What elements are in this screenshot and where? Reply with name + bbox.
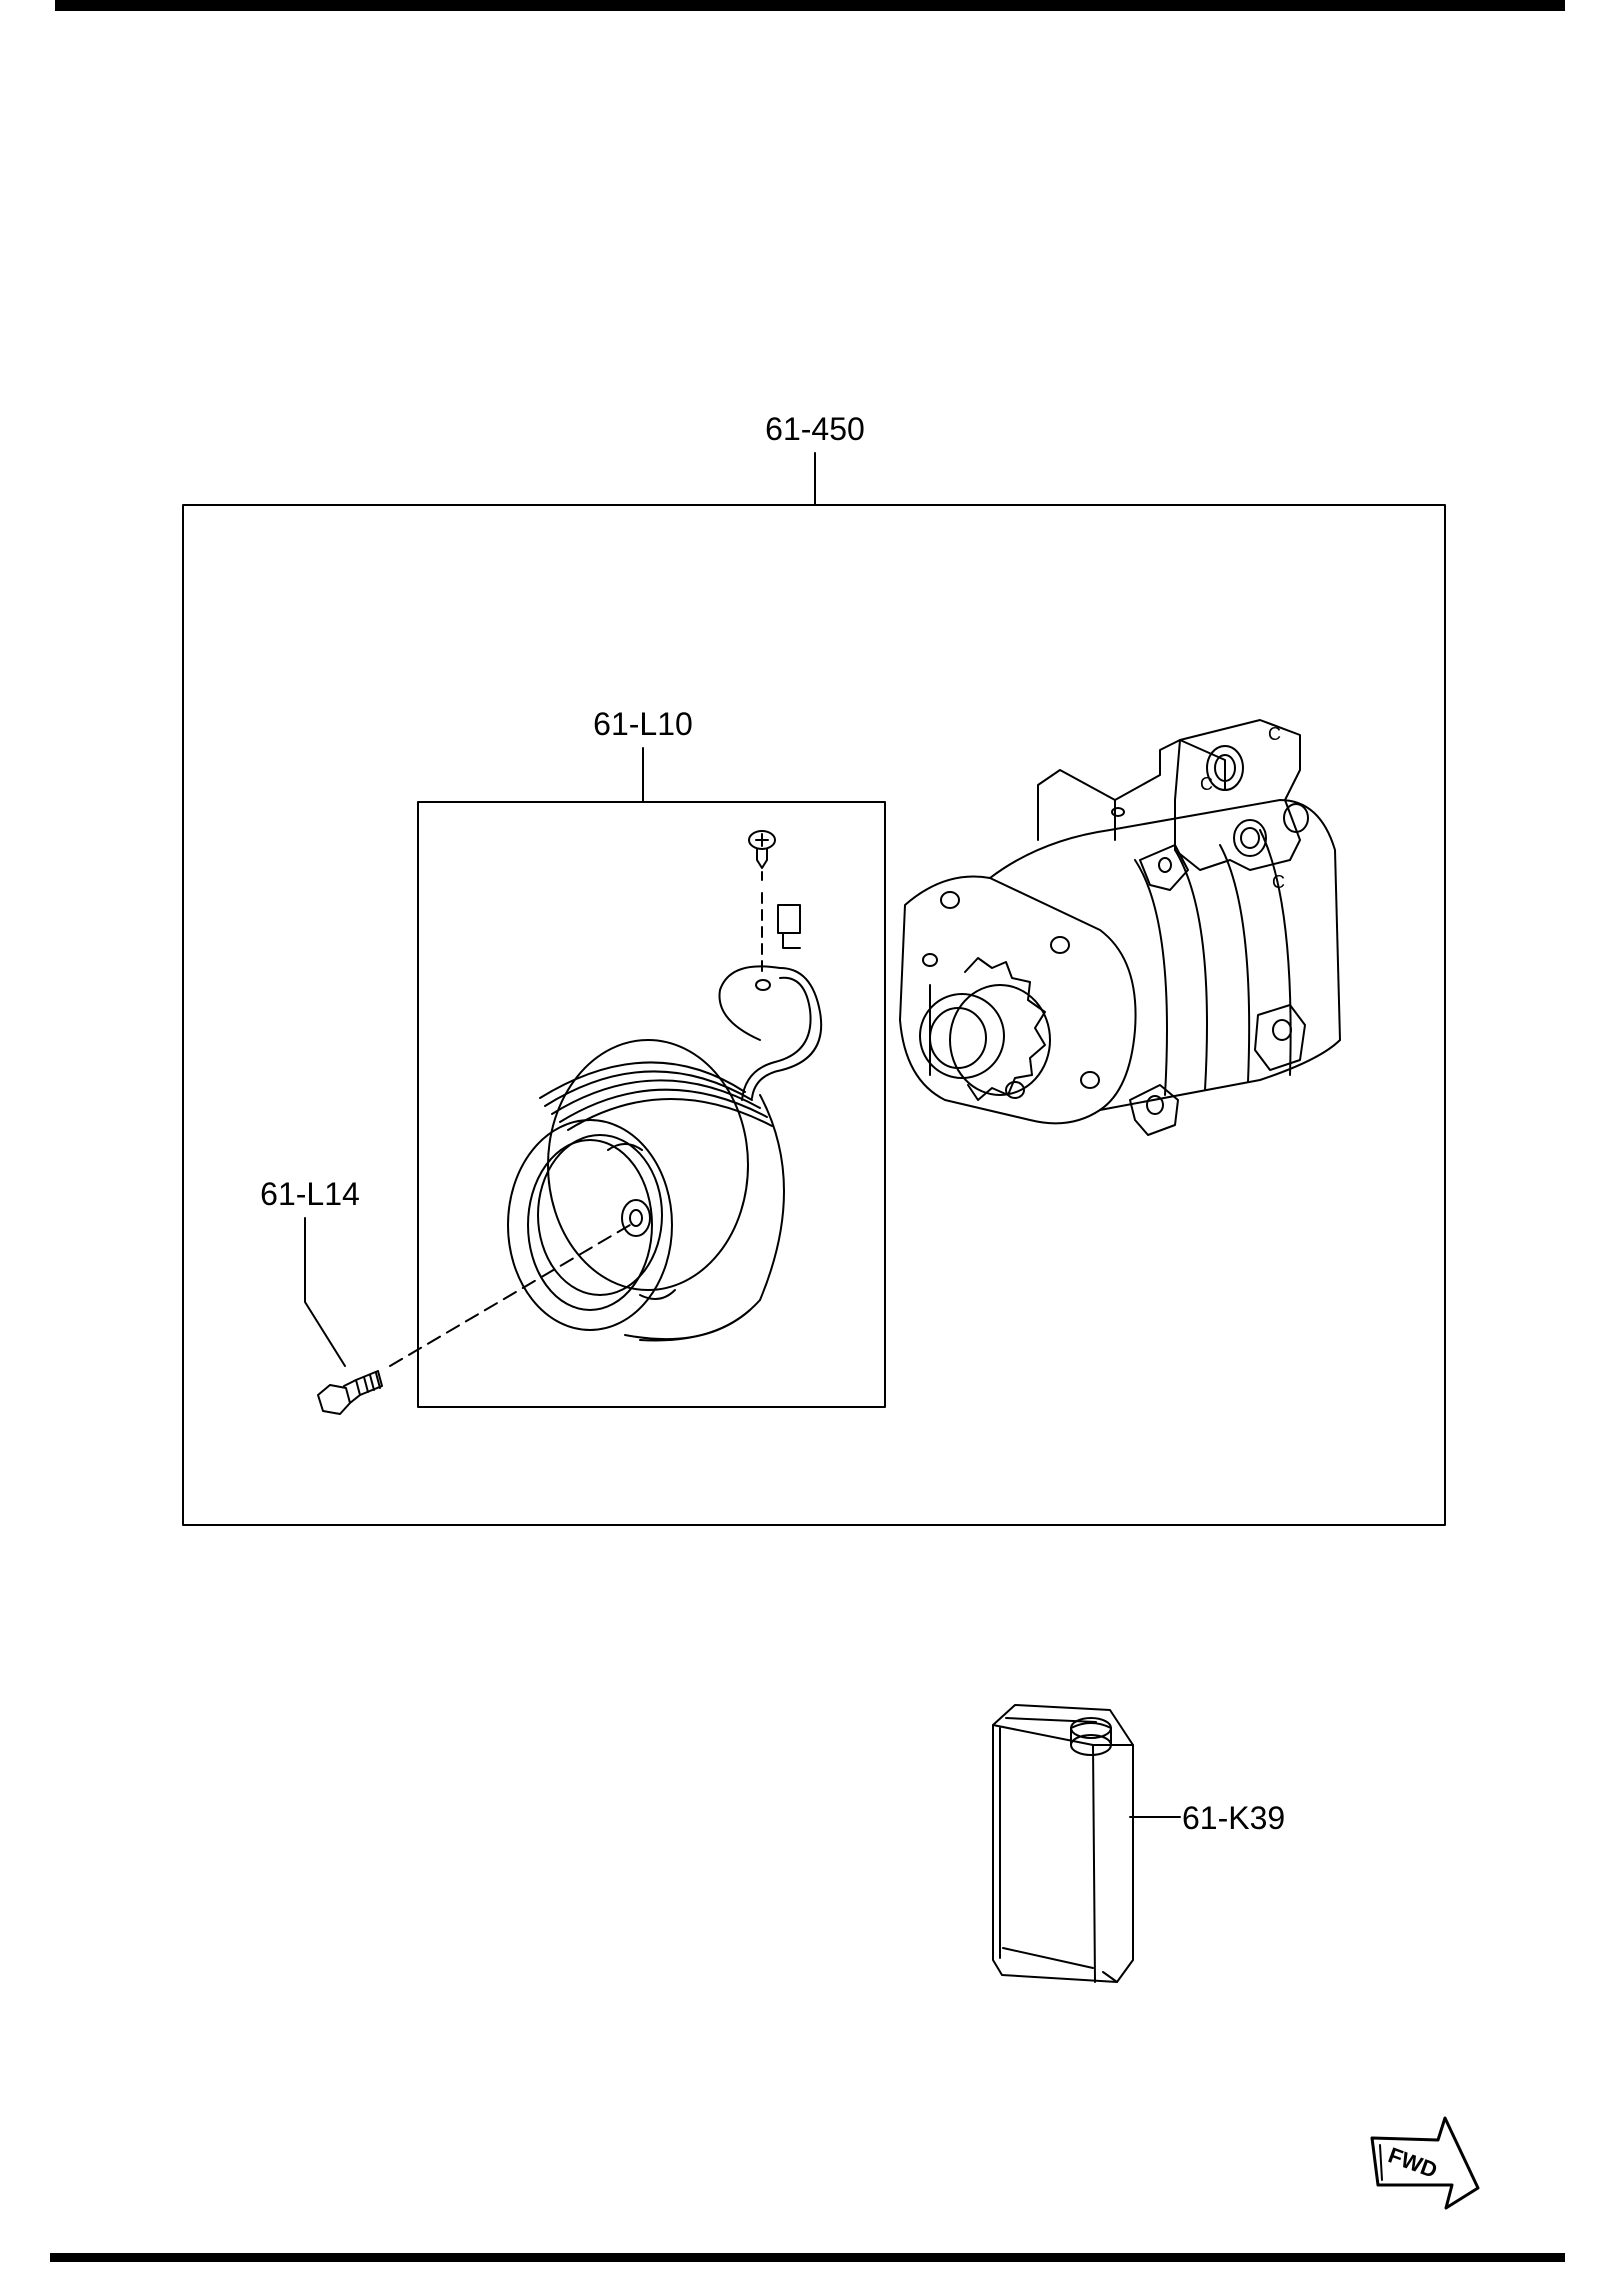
bottom-rule bbox=[50, 2253, 1565, 2262]
center-bolt bbox=[317, 1224, 631, 1415]
assembly-callout-label: 61-450 bbox=[765, 411, 865, 447]
compressor-assembly-frame bbox=[182, 452, 1446, 1526]
magnetic-clutch-frame bbox=[417, 747, 886, 1408]
svg-text:C: C bbox=[1200, 774, 1213, 794]
fwd-badge-label: FWD bbox=[1385, 2142, 1441, 2183]
svg-text:C: C bbox=[1268, 724, 1281, 744]
forward-direction-arrow-icon bbox=[1370, 2116, 1480, 2210]
clutch-callout-label: 61-L10 bbox=[593, 706, 693, 742]
svg-text:C: C bbox=[1272, 872, 1285, 892]
bolt-callout-label: 61-L14 bbox=[260, 1176, 360, 1212]
ac-compressor-body bbox=[899, 719, 1341, 1136]
clutch-screw bbox=[748, 830, 776, 976]
bolt-leader-line bbox=[304, 1217, 346, 1367]
top-rule bbox=[55, 0, 1565, 11]
oil-callout-label: 61-K39 bbox=[1182, 1800, 1285, 1836]
flange-markings: C C C bbox=[1200, 724, 1285, 892]
compressor-oil-can bbox=[992, 1704, 1134, 1983]
clutch-pulley bbox=[507, 904, 823, 1342]
